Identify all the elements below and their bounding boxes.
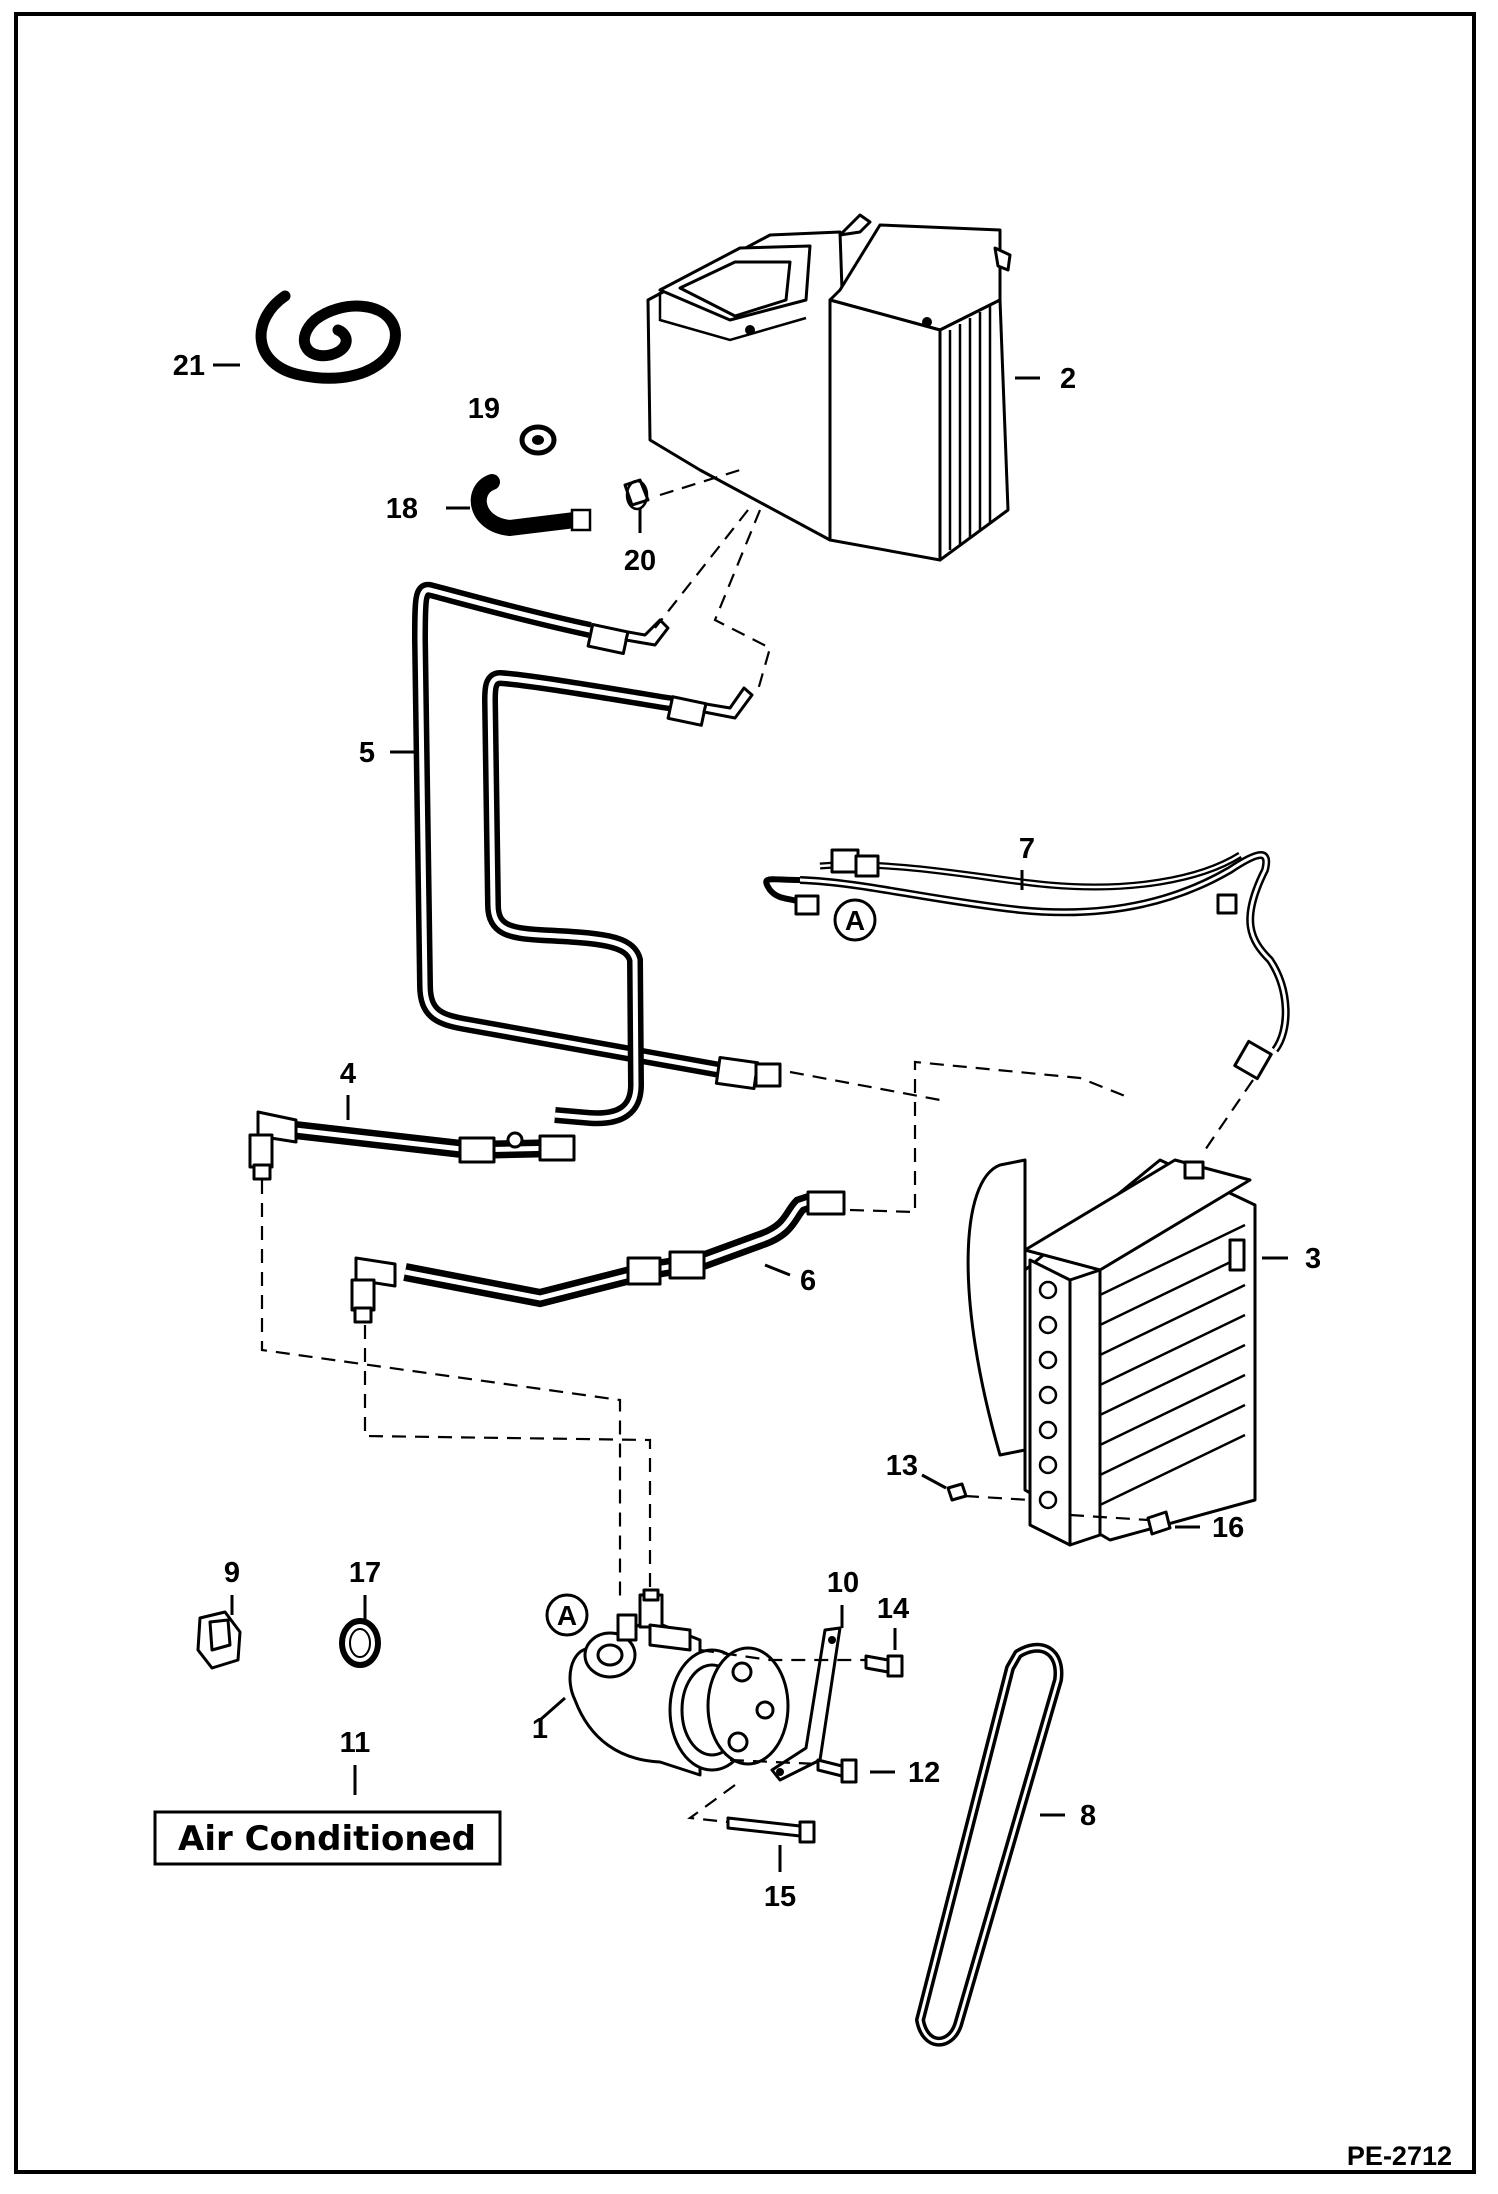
connector-ref-a-harness: A xyxy=(845,905,865,936)
wiring-harness-7 xyxy=(763,848,1290,1081)
compressor-1 xyxy=(568,1588,790,1777)
callout-2: 2 xyxy=(1060,363,1076,395)
bolt-12 xyxy=(816,1758,858,1784)
drain-hose-coil xyxy=(255,290,401,384)
evaporator-box xyxy=(646,213,1012,562)
callout-8: 8 xyxy=(1080,1800,1096,1832)
ac-hose-4 xyxy=(248,1110,576,1181)
callout-10: 10 xyxy=(827,1567,859,1599)
fitting-13 xyxy=(946,1482,968,1502)
callout-11: 11 xyxy=(340,1727,371,1759)
sheet-id: PE-2712 xyxy=(1347,2141,1452,2171)
callout-13: 13 xyxy=(886,1450,918,1482)
callout-17: 17 xyxy=(349,1557,381,1589)
callout-19: 19 xyxy=(468,393,500,425)
callout-1: 1 xyxy=(532,1713,548,1745)
bracket-10 xyxy=(770,1626,842,1782)
callout-3: 3 xyxy=(1305,1243,1321,1275)
connector-reference-harness: A xyxy=(833,898,877,942)
switch-9 xyxy=(196,1610,242,1670)
callout-12: 12 xyxy=(908,1757,940,1789)
grommet-19 xyxy=(519,424,557,456)
decal-label-box: Air Conditioned xyxy=(153,1810,502,1866)
callout-20: 20 xyxy=(624,545,656,577)
connector-ref-a-compressor: A xyxy=(557,1600,577,1631)
ac-hose-6 xyxy=(350,1190,846,1324)
callout-14: 14 xyxy=(877,1593,909,1625)
ac-hoses-5 xyxy=(412,581,782,1127)
hose-clamp-20 xyxy=(623,478,650,511)
callout-leaders xyxy=(213,363,1288,1872)
drive-belt-8 xyxy=(915,1642,1064,2047)
callout-7: 7 xyxy=(1019,833,1035,865)
callout-16: 16 xyxy=(1212,1512,1244,1544)
callout-15: 15 xyxy=(764,1881,796,1913)
bolt-14 xyxy=(864,1654,904,1678)
callout-18: 18 xyxy=(386,493,418,525)
drain-hose-18 xyxy=(470,474,592,537)
callout-6: 6 xyxy=(800,1265,816,1297)
callout-9: 9 xyxy=(224,1557,240,1589)
callout-5: 5 xyxy=(359,737,375,769)
connector-reference-compressor: A xyxy=(545,1593,589,1637)
callout-4: 4 xyxy=(340,1058,356,1090)
condenser-3 xyxy=(966,1158,1257,1547)
decal-label-text: Air Conditioned xyxy=(178,1819,476,1859)
clamp-17 xyxy=(339,1618,381,1668)
bolt-15 xyxy=(726,1816,816,1844)
callout-numbers: 1 2 3 4 5 6 7 8 9 10 11 12 13 14 15 16 1… xyxy=(173,350,1321,1913)
callout-21: 21 xyxy=(173,350,205,382)
fitting-16 xyxy=(1146,1510,1172,1536)
assembly-dashed-lines xyxy=(260,468,1254,1824)
